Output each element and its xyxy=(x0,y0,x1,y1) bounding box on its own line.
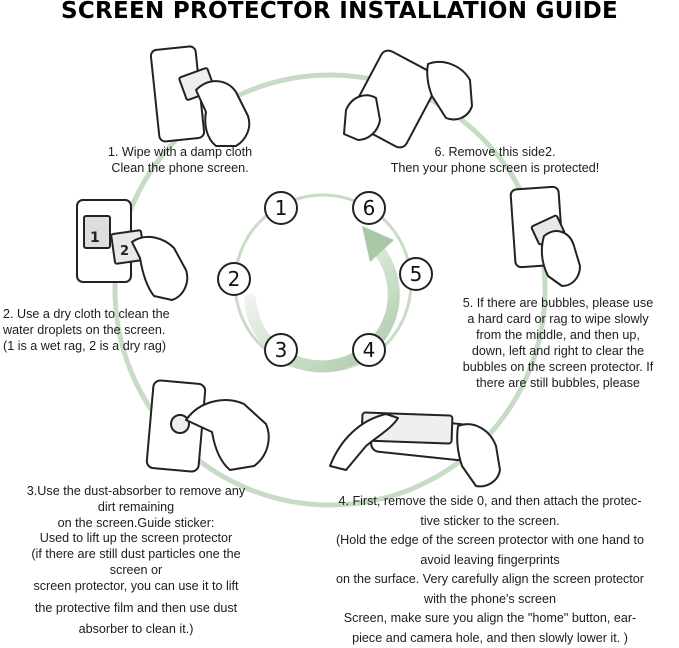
step2-line: water droplets on the screen. xyxy=(3,322,223,338)
step-marker-4: 4 xyxy=(352,333,386,367)
step4-line: avoid leaving fingerprints xyxy=(302,551,678,571)
step3-line: Used to lift up the screen protector xyxy=(4,531,268,547)
step-marker-6: 6 xyxy=(352,191,386,225)
step4-line: on the surface. Very carefully align the… xyxy=(302,570,678,590)
step5-illustration xyxy=(510,186,580,286)
hand-icon xyxy=(132,237,187,300)
step3-line: dirt remaining xyxy=(4,500,268,516)
step1-line: Clean the phone screen. xyxy=(70,160,290,176)
step2-text: 2. Use a dry cloth to clean the water dr… xyxy=(3,306,223,354)
step5-line: down, left and right to clear the xyxy=(440,343,676,359)
step5-text: 5. If there are bubbles, please use a ha… xyxy=(440,295,676,391)
step4-line: piece and camera hole, and then slowly l… xyxy=(302,629,678,648)
step-marker-2: 2 xyxy=(217,262,251,296)
step-marker-1: 1 xyxy=(264,191,298,225)
step2-line: (1 is a wet rag, 2 is a dry rag) xyxy=(3,338,223,354)
step3-illustration xyxy=(146,380,268,472)
step1-line: 1. Wipe with a damp cloth xyxy=(70,144,290,160)
sticker-1-label: 1 xyxy=(90,230,100,246)
step3-line: screen or xyxy=(4,563,268,579)
sticker-2-label: 2 xyxy=(120,244,129,259)
step4-text: 4. First, remove the side 0, and then at… xyxy=(302,492,678,648)
step4-illustration xyxy=(330,412,500,486)
step1-illustration xyxy=(150,46,249,146)
step3-line: the protective film and then use dust xyxy=(4,601,268,617)
step5-line: from the middle, and then up, xyxy=(440,327,676,343)
right-hand-icon xyxy=(427,62,472,120)
step5-line: a hard card or rag to wipe slowly xyxy=(440,311,676,327)
step4-line: Screen, make sure you align the "home" b… xyxy=(302,609,678,629)
step4-line: tive sticker to the screen. xyxy=(302,512,678,532)
step4-line: (Hold the edge of the screen protector w… xyxy=(302,531,678,551)
step-marker-5: 5 xyxy=(399,257,433,291)
step6-text: 6. Remove this side2. Then your phone sc… xyxy=(360,144,630,176)
dust-absorber-icon xyxy=(171,415,189,433)
step3-line: screen protector, you can use it to lift xyxy=(4,579,268,595)
step2-illustration: 1 2 xyxy=(77,200,187,300)
step4-line: 4. First, remove the side 0, and then at… xyxy=(302,492,678,512)
hand-icon xyxy=(542,231,580,286)
step5-line: bubbles on the screen protector. If xyxy=(440,359,676,375)
step3-line: on the screen.Guide sticker: xyxy=(4,516,268,532)
step-marker-3: 3 xyxy=(264,333,298,367)
step1-text: 1. Wipe with a damp cloth Clean the phon… xyxy=(70,144,290,176)
step6-line: 6. Remove this side2. xyxy=(360,144,630,160)
step3-text: 3.Use the dust-absorber to remove any di… xyxy=(4,484,268,638)
step5-line: 5. If there are bubbles, please use xyxy=(440,295,676,311)
step5-line: there are still bubbles, please xyxy=(440,375,676,391)
step3-line: 3.Use the dust-absorber to remove any xyxy=(4,484,268,500)
step6-illustration xyxy=(344,48,472,150)
step3-line: absorber to clean it.) xyxy=(4,622,268,638)
step6-line: Then your phone screen is protected! xyxy=(360,160,630,176)
step2-line: 2. Use a dry cloth to clean the xyxy=(3,306,223,322)
step4-line: with the phone's screen xyxy=(302,590,678,610)
step3-line: (if there are still dust particles one t… xyxy=(4,547,268,563)
left-hand-icon xyxy=(344,95,380,140)
right-hand-icon xyxy=(457,424,500,486)
